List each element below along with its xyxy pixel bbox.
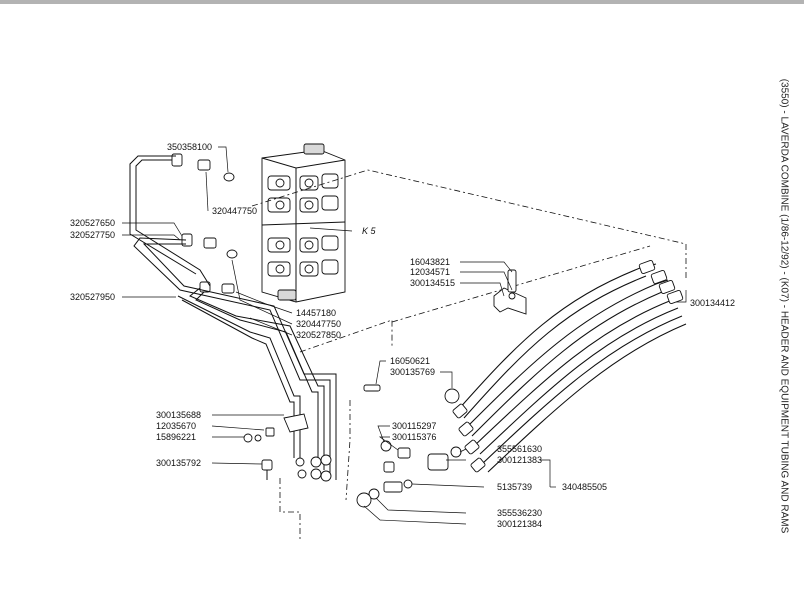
label-300115376: 300115376 <box>392 432 436 442</box>
label-12035670: 12035670 <box>156 421 196 431</box>
part-labels: 350358100 320447750 320527650 320527750 … <box>70 142 735 529</box>
label-300135769: 300135769 <box>390 367 435 377</box>
clamp-parts <box>243 413 309 480</box>
label-300135792: 300135792 <box>156 458 201 468</box>
top-border <box>0 0 804 4</box>
label-320527750: 320527750 <box>70 230 115 240</box>
label-355536230: 355536230 <box>497 508 542 518</box>
label-320447750-bottom: 320447750 <box>296 319 341 329</box>
tube-end-fittings <box>295 454 332 482</box>
label-300134412: 300134412 <box>690 298 735 308</box>
label-320527850: 320527850 <box>296 330 341 340</box>
flexible-hose-bundle <box>452 260 687 473</box>
label-k5: K 5 <box>362 226 377 236</box>
leader-lines <box>122 146 687 525</box>
label-15896221: 15896221 <box>156 432 196 442</box>
label-12034571: 12034571 <box>410 267 450 277</box>
label-300135688: 300135688 <box>156 410 201 420</box>
label-340485505: 340485505 <box>562 482 607 492</box>
frame-lines <box>251 169 687 540</box>
valve-fittings <box>171 153 238 294</box>
label-320447750-top: 320447750 <box>212 206 257 216</box>
label-320527950: 320527950 <box>70 292 115 302</box>
label-300134515: 300134515 <box>410 278 455 288</box>
label-355561630: 355561630 <box>497 444 542 454</box>
adapter-fittings <box>356 440 462 508</box>
control-valve-block <box>261 143 346 303</box>
label-14457180: 14457180 <box>296 308 336 318</box>
label-5135739: 5135739 <box>497 482 532 492</box>
label-300115297: 300115297 <box>392 421 436 431</box>
label-16050621: 16050621 <box>390 356 430 366</box>
label-16043821: 16043821 <box>410 257 450 267</box>
label-300121383: 300121383 <box>497 455 542 465</box>
label-300121384: 300121384 <box>497 519 542 529</box>
label-350358100: 350358100 <box>167 142 212 152</box>
rigid-tubing-bundle <box>129 155 337 480</box>
pin-assembly <box>363 384 460 404</box>
exploded-parts-diagram: 350358100 320447750 320527650 320527750 … <box>70 142 735 540</box>
label-320527650: 320527650 <box>70 218 115 228</box>
bracket-assembly <box>493 269 527 315</box>
page-side-title: (3550) - LAVERDA COMBINE (1/86-12/92) - … <box>778 78 790 534</box>
